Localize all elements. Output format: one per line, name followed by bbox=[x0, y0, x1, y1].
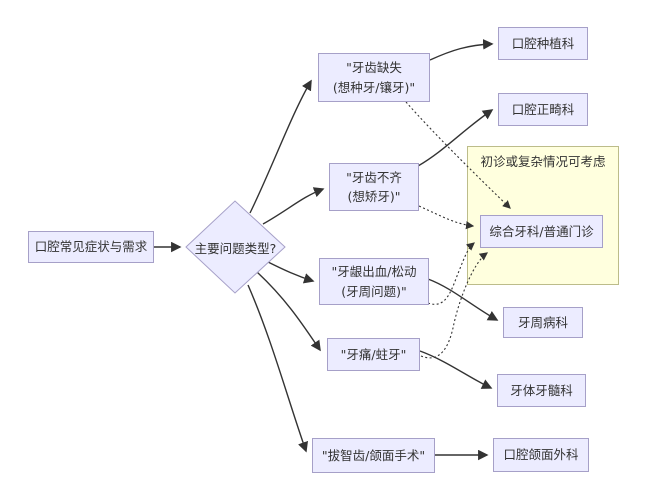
node-missing-teeth: "牙齿缺失 (想种牙/镶牙)" bbox=[318, 53, 430, 102]
node-toothache-label: "牙痛/蛀牙" bbox=[340, 346, 407, 362]
node-general-dept-label: 综合牙科/普通门诊 bbox=[489, 223, 594, 239]
node-decision-label: 主要问题类型? bbox=[194, 240, 277, 256]
node-periodontics-dept-label: 牙周病科 bbox=[517, 314, 568, 330]
node-start-label: 口腔常见症状与需求 bbox=[34, 239, 148, 255]
node-oral-surgery-dept-label: 口腔颌面外科 bbox=[503, 447, 579, 463]
node-periodontics-dept: 牙周病科 bbox=[503, 307, 583, 338]
edge-missing-teeth-to-general-dotted bbox=[405, 101, 511, 209]
node-implant-dept: 口腔种植科 bbox=[498, 27, 588, 60]
node-gum-bleeding: "牙龈出血/松动 (牙周问题)" bbox=[319, 258, 429, 305]
edge-crooked-teeth-to-orthodontics bbox=[417, 109, 494, 167]
edge-decision-to-wisdom-tooth bbox=[247, 284, 308, 453]
edge-decision-to-toothache bbox=[256, 271, 321, 352]
node-oral-surgery-dept: 口腔颌面外科 bbox=[493, 438, 589, 472]
node-missing-teeth-line2: (想种牙/镶牙)" bbox=[332, 79, 416, 95]
node-crooked-teeth-line1: "牙齿不齐 bbox=[346, 169, 402, 185]
node-wisdom-tooth-label: "拔智齿/颌面手术" bbox=[321, 447, 426, 463]
node-decision: 主要问题类型? bbox=[186, 201, 285, 293]
node-orthodontics-dept-label: 口腔正畸科 bbox=[511, 101, 575, 117]
node-wisdom-tooth: "拔智齿/颌面手术" bbox=[312, 438, 435, 473]
edge-toothache-to-endodontics bbox=[419, 350, 493, 389]
edge-gum-bleeding-to-periodontics bbox=[427, 278, 499, 321]
node-general-dept: 综合牙科/普通门诊 bbox=[480, 215, 603, 248]
edge-toothache-to-general-dotted bbox=[420, 252, 488, 359]
node-start: 口腔常见症状与需求 bbox=[28, 231, 154, 263]
edge-decision-to-crooked-teeth bbox=[262, 187, 325, 225]
node-endodontics-dept: 牙体牙髓科 bbox=[497, 374, 586, 407]
edge-decision-to-gum-bleeding bbox=[265, 260, 315, 284]
edge-decision-to-missing-teeth bbox=[249, 79, 312, 214]
edge-missing-teeth-to-implant bbox=[429, 39, 494, 61]
node-decision-shape bbox=[185, 200, 286, 294]
node-crooked-teeth-line2: (想矫牙)" bbox=[347, 189, 401, 204]
node-implant-dept-label: 口腔种植科 bbox=[511, 35, 575, 51]
edge-crooked-teeth-to-general-dotted bbox=[418, 205, 475, 230]
subgraph-consider-title: 初诊或复杂情况可考虑 bbox=[480, 154, 606, 169]
node-missing-teeth-line1: "牙齿缺失 bbox=[346, 60, 402, 76]
node-gum-bleeding-line2: (牙周问题)" bbox=[341, 283, 407, 299]
node-gum-bleeding-line1: "牙龈出血/松动 bbox=[331, 264, 417, 280]
edge-gum-bleeding-to-general-dotted bbox=[427, 242, 475, 305]
node-crooked-teeth: "牙齿不齐 (想矫牙)" bbox=[329, 163, 419, 211]
node-endodontics-dept-label: 牙体牙髓科 bbox=[510, 382, 573, 398]
node-orthodontics-dept: 口腔正畸科 bbox=[498, 93, 588, 126]
node-toothache: "牙痛/蛀牙" bbox=[327, 338, 420, 371]
